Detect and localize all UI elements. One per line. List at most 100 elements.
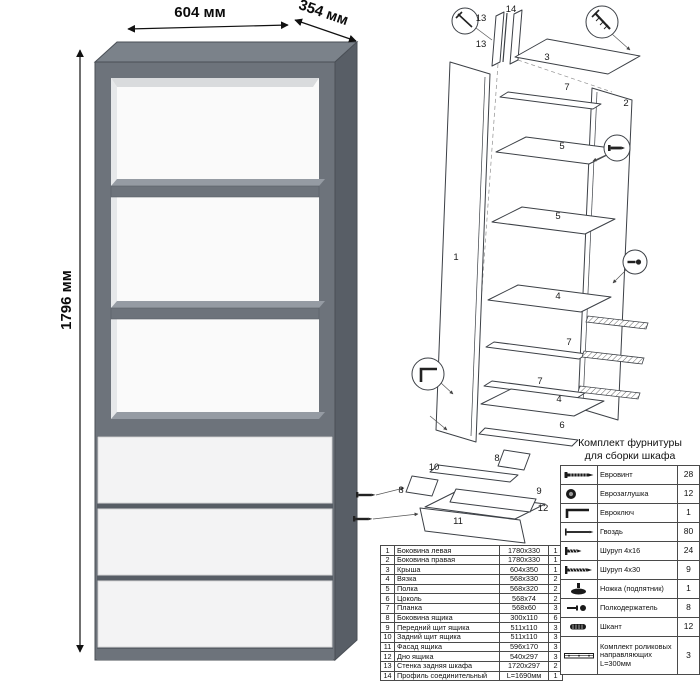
part-number-label: 13: [476, 13, 487, 24]
depth-dimension: 354 мм: [294, 0, 357, 43]
compartment-left-shadow: [111, 78, 117, 430]
table-row: Шуруп 4x30 9: [560, 560, 700, 581]
callout-hex-key: [411, 357, 454, 395]
brace-top-face: [111, 412, 325, 419]
part-number-label: 9: [536, 486, 541, 497]
back-panel-left: [491, 11, 505, 67]
drawer-side-left: [405, 475, 439, 497]
part-number-label: 4: [555, 291, 560, 302]
part-number-label: 7: [566, 337, 571, 348]
compartment-top-shadow: [111, 78, 319, 87]
shelf-front-edge: [110, 307, 320, 320]
hardware-kit-section: Комплект фурнитуры для сборки шкафа Евро…: [560, 437, 700, 676]
brace-2: [480, 388, 605, 417]
part-size-cell: 604x350: [499, 564, 549, 575]
hardware-kit-title-line1: Комплект фурнитуры: [578, 437, 682, 449]
dowel-icon: [570, 624, 586, 630]
part-name-cell: Полка: [394, 583, 500, 595]
shelf-top-face: [111, 179, 325, 186]
confirmat-screw-icon: [564, 472, 594, 479]
brace-front-edge: [111, 419, 319, 430]
hardware-name-cell: Полкодержатель: [597, 598, 678, 619]
hardware-icon-cell: [560, 484, 598, 505]
hardware-qty-cell: 1: [677, 579, 700, 600]
part-size-cell: L=1690мм: [499, 670, 549, 682]
part-name-cell: Передний щит ящика: [394, 622, 500, 633]
part-size-cell: 596x170: [499, 641, 549, 653]
part-number-label: 1: [453, 252, 458, 263]
table-row: Шкант 12: [560, 617, 700, 638]
shelf-top-face: [111, 301, 325, 308]
hardware-name-cell: Шуруп 4x30: [597, 560, 678, 581]
part-number-label: 5: [559, 141, 564, 152]
part-number-label: 7: [537, 376, 542, 387]
shelf-compartment-back: [111, 78, 319, 430]
hardware-icon-cell: [560, 522, 598, 543]
plinth-strip: [97, 649, 333, 660]
drawer-front-3: [97, 580, 333, 648]
part-size-cell: 540x297: [499, 651, 549, 662]
shelf-front-edge: [110, 185, 320, 198]
part-name-cell: Планка: [394, 602, 500, 614]
part-number-label: 13: [476, 39, 487, 50]
hex-key-icon: [565, 508, 589, 519]
hardware-name-cell: Еврозаглушка: [597, 484, 678, 505]
part-num-cell: 12: [380, 651, 395, 662]
shelf-pin-icon: [567, 605, 586, 612]
back-panels-group: [491, 9, 523, 67]
hardware-qty-cell: 12: [677, 617, 700, 638]
hardware-qty-cell: 28: [677, 465, 700, 486]
part-num-cell: 4: [380, 573, 395, 585]
drawer-exploded-group: [405, 449, 546, 544]
height-dimension: 1796 мм: [58, 49, 84, 653]
cabinet-body: [93, 40, 359, 662]
callout-nail: [451, 7, 493, 41]
hardware-icon-cell: [560, 579, 598, 600]
cap-icon: [566, 489, 576, 500]
drawer-side-right: [497, 449, 531, 471]
part-num-cell: 14: [380, 670, 395, 682]
hardware-icon-cell: [560, 541, 598, 562]
depth-dimension-label: 354 мм: [296, 0, 350, 29]
part-num-cell: 2: [380, 554, 395, 566]
table-row: Евровинт 28: [560, 465, 700, 486]
part-num-cell: 11: [380, 641, 395, 653]
table-row: Комплект роликовых направляющих L=300мм …: [560, 636, 700, 676]
part-number-label: 8: [494, 453, 499, 464]
width-dimension: 604 мм: [127, 4, 289, 33]
screw-long-icon: [565, 566, 592, 575]
hardware-qty-cell: 12: [677, 484, 700, 505]
part-number-label: 7: [564, 82, 569, 93]
part-name-cell: Задний щит ящика: [394, 631, 500, 643]
table-row: Полкодержатель 8: [560, 598, 700, 619]
width-dimension-label: 604 мм: [174, 4, 225, 21]
shelf-2: [491, 206, 616, 235]
part-size-cell: 1780x330: [499, 545, 549, 556]
part-size-cell: 568x60: [499, 602, 549, 614]
brace-1: [487, 284, 612, 313]
part-size-cell: 568x74: [499, 593, 549, 604]
part-size-cell: 1720x297: [499, 660, 549, 672]
part-num-cell: 5: [380, 583, 395, 595]
part-number-label: 8: [398, 485, 403, 496]
hardware-name-cell: Евровинт: [597, 465, 678, 486]
part-number-label: 2: [623, 98, 628, 109]
drawer-rail-icon: [564, 652, 594, 659]
part-name-cell: Цоколь: [394, 593, 500, 604]
foot-icon: [571, 583, 586, 595]
hardware-qty-cell: 9: [677, 560, 700, 581]
part-number-label: 5: [555, 211, 560, 222]
drawer-facade: [419, 507, 526, 544]
